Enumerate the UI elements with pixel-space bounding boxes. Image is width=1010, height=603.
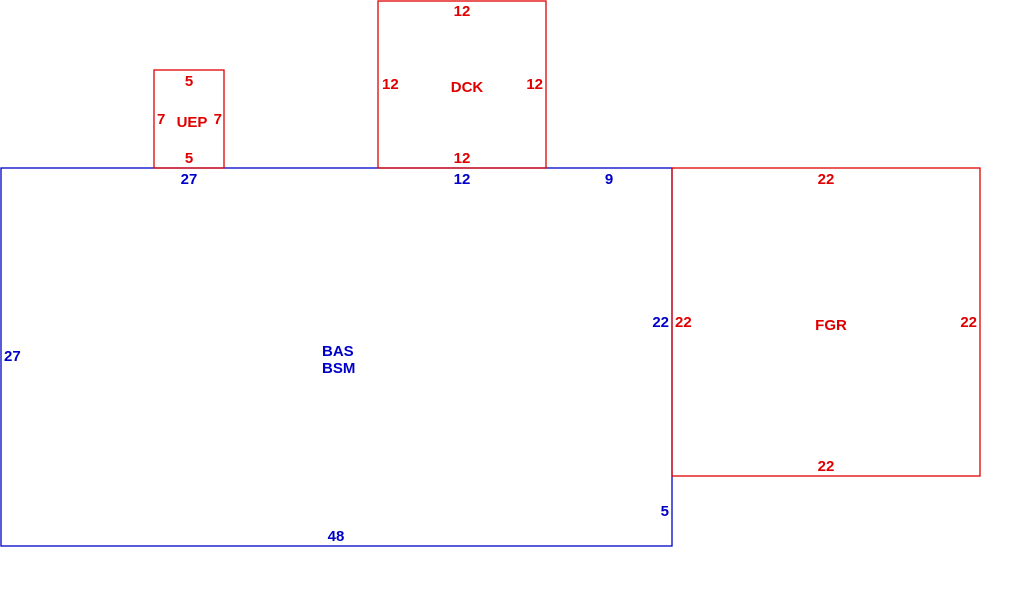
dck-area-outline: [377, 0, 547, 169]
fgr-area-outline: [671, 167, 981, 477]
uep-dim-left: 7: [157, 111, 165, 128]
main-dim-right-lower: 5: [661, 503, 669, 520]
fgr-dim-right: 22: [960, 314, 977, 331]
uep-dim-top: 5: [185, 73, 193, 90]
main-dim-right-upper: 22: [652, 314, 669, 331]
dck-area: DCK 12 12 12 12: [377, 0, 547, 169]
uep-dim-bottom: 5: [185, 150, 193, 167]
main-dim-top-right: 9: [605, 171, 613, 188]
dck-area-label: DCK: [451, 79, 484, 96]
dck-dim-left: 12: [382, 76, 399, 93]
dck-dim-top: 12: [454, 3, 471, 20]
dck-dim-right: 12: [526, 76, 543, 93]
main-area-label-line1: BAS: [322, 343, 354, 360]
fgr-dim-top: 22: [818, 171, 835, 188]
fgr-area-label: FGR: [815, 317, 847, 334]
main-area: BAS BSM 27 12 9 27 22 5 48: [0, 167, 673, 547]
main-dim-top-left: 27: [181, 171, 198, 188]
dck-dim-bottom: 12: [454, 150, 471, 167]
main-dim-bottom: 48: [328, 528, 345, 545]
uep-area-label: UEP: [177, 114, 208, 131]
uep-dim-right: 7: [214, 111, 222, 128]
fgr-dim-bottom: 22: [818, 458, 835, 475]
fgr-dim-left: 22: [675, 314, 692, 331]
main-dim-left: 27: [4, 348, 21, 365]
uep-area: UEP 5 5 7 7: [153, 69, 225, 169]
uep-area-outline: [153, 69, 225, 169]
main-area-label-line2: BSM: [322, 360, 355, 377]
fgr-area: FGR 22 22 22 22: [671, 167, 981, 477]
main-dim-top-mid: 12: [454, 171, 471, 188]
